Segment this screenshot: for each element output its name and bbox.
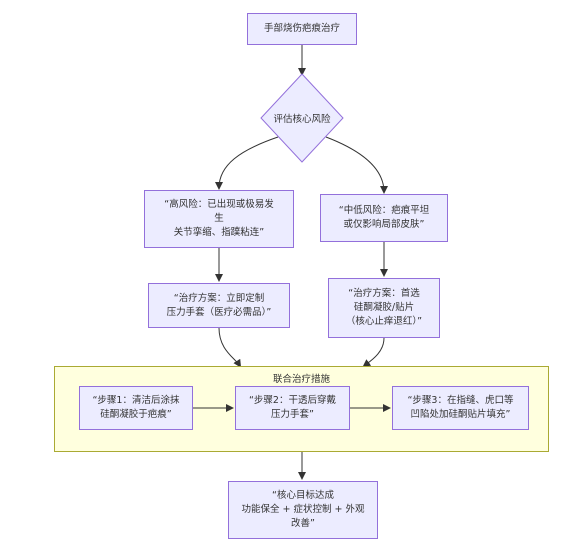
- node-text-line: “中低风险：疤痕平坦: [338, 205, 430, 216]
- node-decision-label: 评估核心风险: [273, 114, 331, 125]
- node-plan-high: “治疗方案：立即定制压力手套（医疗必需品）”: [148, 283, 290, 328]
- node-text-line: 改善”: [291, 518, 315, 529]
- node-step3: “步骤3：在指缝、虎口等凹陷处加硅酮贴片填充”: [392, 386, 529, 430]
- node-text-line: “步骤3：在指缝、虎口等: [407, 395, 514, 406]
- node-text-line: “治疗方案：立即定制: [173, 292, 265, 304]
- node-text-line: 硅酮凝胶/贴片: [353, 302, 415, 313]
- node-text-line: 凹陷处加硅酮贴片填充”: [410, 409, 511, 420]
- edge-decision-to-high-risk: [215, 136, 279, 190]
- cluster-title: 联合治疗措施: [272, 374, 330, 385]
- node-text-line: “步骤2：干透后穿戴: [249, 395, 336, 406]
- node-goal: “核心目标达成功能保全 + 症状控制 + 外观改善”: [228, 481, 378, 539]
- node-text-line: （核心止痒退红）”: [345, 316, 423, 327]
- node-text-line: 压力手套（医疗必需品）”: [166, 306, 272, 318]
- node-high-risk: “高风险：已出现或极易发生关节挛缩、指蹼粘连”: [144, 190, 294, 248]
- edge-plan-high-to-cluster: [218, 327, 242, 368]
- node-text-line: 或仅影响局部皮肤”: [343, 219, 425, 230]
- edge-plan-low-to-cluster: [362, 337, 385, 368]
- node-text-line: “核心目标达成: [272, 490, 334, 501]
- node-text-line: “治疗方案：首选: [348, 288, 420, 299]
- node-text-line: 关节挛缩、指蹼粘连”: [173, 227, 265, 238]
- node-step1: “步骤1：清洁后涂抹硅酮凝胶于疤痕”: [79, 386, 193, 430]
- edge-decision-to-low-risk: [325, 136, 388, 194]
- node-text-line: 生: [214, 213, 224, 224]
- node-plan-low: “治疗方案：首选硅酮凝胶/贴片 （核心止痒退红）”: [328, 278, 440, 338]
- node-text-line: 功能保全 + 症状控制 + 外观: [241, 504, 365, 515]
- node-start: 手部烧伤疤痕治疗: [247, 13, 357, 45]
- node-text-line: “高风险：已出现或极易发: [164, 199, 274, 210]
- node-step2: “步骤2：干透后穿戴压力手套”: [235, 386, 350, 430]
- decision-diamond: [260, 73, 344, 163]
- node-text-line: “步骤1：清洁后涂抹: [92, 395, 180, 406]
- node-low-risk: “中低风险：疤痕平坦或仅影响局部皮肤”: [320, 194, 448, 242]
- node-text-line: 硅酮凝胶于疤痕”: [100, 409, 172, 420]
- node-text-line: 压力手套”: [271, 409, 314, 420]
